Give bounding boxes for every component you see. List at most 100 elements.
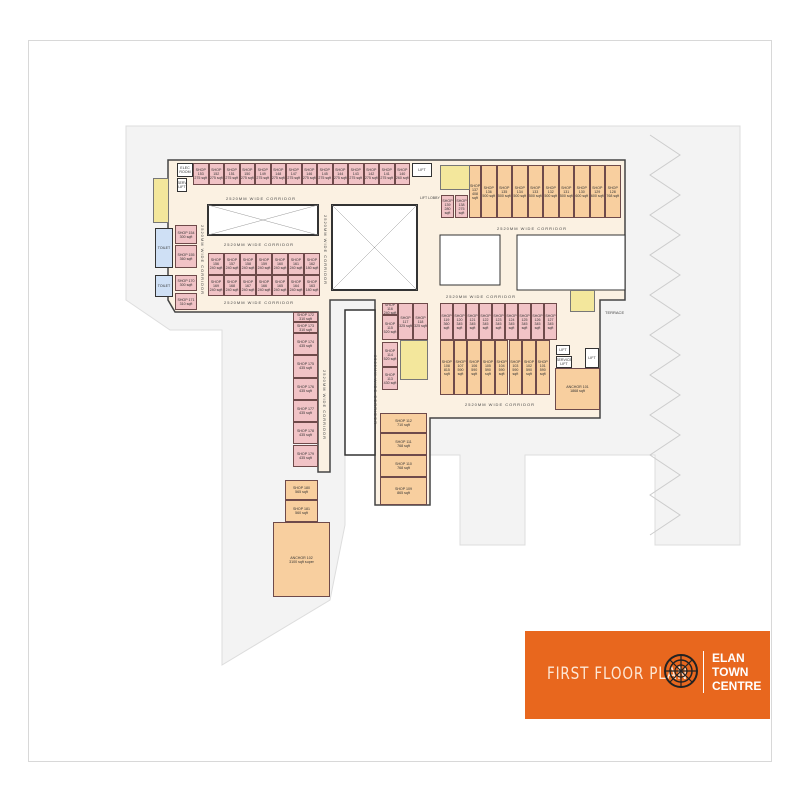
elec-room: ELEC ROOM <box>177 163 193 177</box>
shop-area: 310 sqft <box>299 327 312 332</box>
shop-area: 435 sqft <box>299 411 312 416</box>
shop-name: SHOP 101 <box>537 359 548 368</box>
shop-name: SHOP 139 <box>442 198 453 207</box>
toilet-block: TOILET <box>155 228 173 268</box>
shop-name: SHOP 179 <box>296 451 315 456</box>
shop-name: SHOP 172 <box>296 313 315 317</box>
shop-area: 345 sqft <box>508 321 515 330</box>
shop-area: 345 sqft <box>456 321 463 330</box>
shop-area: 500 sqft <box>497 193 511 198</box>
title-banner: FIRST FLOOR PLAN ELAN TOWN CENTRE <box>525 631 770 719</box>
shop-name: SHOP 175 <box>296 362 315 367</box>
shop-area: 275 sqft <box>364 176 378 180</box>
shop-area: 240 sqft <box>257 266 271 270</box>
shop-area: 275 sqft <box>256 176 270 180</box>
shop-area: 815 sqft <box>443 367 450 376</box>
